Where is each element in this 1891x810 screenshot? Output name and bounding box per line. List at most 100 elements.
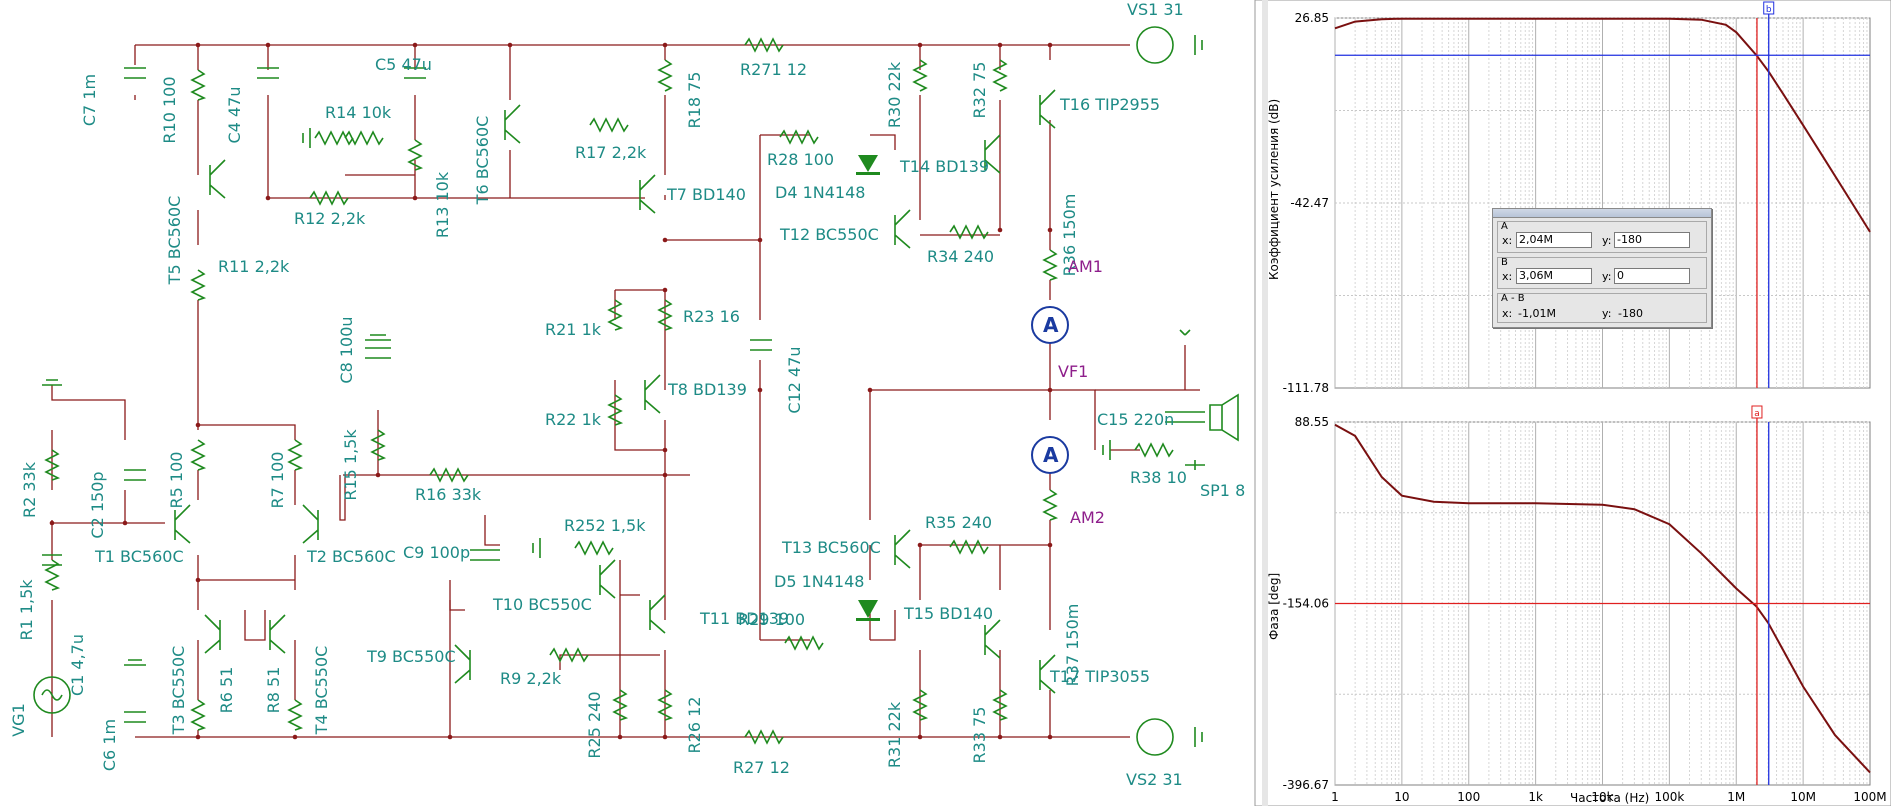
junction-dot [997, 42, 1003, 48]
component-label: VG1 [9, 703, 28, 737]
component-label: C8 100u [337, 316, 356, 383]
junction-dot [867, 387, 873, 393]
cursor-diff-group: A - B x: -1,01M y: -180 [1497, 293, 1707, 323]
component-label: T6 BC560C [473, 116, 492, 206]
component-label: T16 TIP2955 [1059, 95, 1160, 114]
component-label: R10 100 [160, 76, 179, 143]
component-label: C5 47u [375, 55, 432, 74]
cursor-diff-x-label: x: [1502, 307, 1513, 320]
component-label: R35 240 [925, 513, 992, 532]
component-label: R17 2,2k [575, 143, 647, 162]
gain-plot[interactable]: 26.85-42.47-111.78 Коэффициент усиления … [1267, 11, 1871, 395]
component-label: R29 100 [738, 610, 805, 629]
cursor-diff-x-value: -1,01M [1518, 307, 1556, 320]
junction-dot [757, 237, 763, 243]
y-tick-label: -154.06 [1283, 597, 1329, 611]
cursor-a-flag[interactable]: a [1751, 405, 1763, 419]
cursors[interactable]: ba [1335, 1, 1870, 785]
junction-dot [662, 472, 668, 478]
component-label: C7 1m [80, 74, 99, 126]
component-label: R31 22k [885, 701, 904, 768]
probe-label: AM1 [1068, 257, 1103, 276]
cursor-b-flag[interactable]: b [1763, 1, 1775, 15]
panel-titlebar[interactable] [1493, 209, 1711, 218]
component-label: R5 100 [167, 452, 186, 509]
component-label: R13 10k [433, 171, 452, 238]
cursor-a-x-field[interactable]: 2,04M [1516, 232, 1592, 248]
component-label: R33 75 [970, 707, 989, 764]
component-label: T1 BC560C [94, 547, 184, 566]
component-label: R15 1,5k [341, 429, 360, 501]
x-tick-label: 1k [1528, 790, 1543, 804]
cursor-readout-panel[interactable]: A x: 2,04M y: -180 B x: 3,06M y: 0 A - B… [1492, 208, 1712, 328]
component-label: R6 51 [217, 667, 236, 714]
component-label: R14 10k [325, 103, 392, 122]
series-line [1334, 423, 1871, 774]
junction-dot [662, 287, 668, 293]
component-label: R12 2,2k [294, 209, 366, 228]
junction-dot [447, 734, 453, 740]
component-label: R22 1k [545, 410, 602, 429]
component-label: T10 BC550C [492, 595, 592, 614]
x-axis-label: Частота (Hz) [1570, 791, 1649, 805]
cursor-diff-y-value: -180 [1618, 307, 1643, 320]
component-label: C6 1m [100, 719, 119, 771]
junction-dot [507, 42, 513, 48]
diodes [856, 155, 880, 621]
junction-dot [1047, 42, 1053, 48]
junction-dot [195, 734, 201, 740]
x-tick-label: 100k [1654, 790, 1684, 804]
component-label: T4 BC550C [312, 646, 331, 736]
component-label: T2 BC560C [306, 547, 396, 566]
svg-text:A: A [1043, 443, 1059, 467]
component-label: R271 12 [740, 60, 807, 79]
cursor-b-x-field[interactable]: 3,06M [1516, 268, 1592, 284]
junction-dot [195, 42, 201, 48]
cursor-a-y-label: y: [1602, 234, 1612, 247]
junction-dot [1047, 734, 1053, 740]
component-label: VS1 31 [1127, 0, 1184, 19]
component-label: R26 12 [685, 697, 704, 754]
x-tick-label: 100M [1853, 790, 1886, 804]
ammeters: A A [1031, 306, 1069, 474]
cursor-a-y-field[interactable]: -180 [1614, 232, 1690, 248]
component-label: D4 1N4148 [775, 183, 865, 202]
x-tick-label: 10 [1394, 790, 1409, 804]
series-line [1334, 17, 1871, 233]
component-label: T12 BC550C [779, 225, 879, 244]
x-tick-label: 1M [1727, 790, 1745, 804]
y-tick-label: -396.67 [1283, 778, 1329, 792]
x-tick-label: 10k [1591, 790, 1613, 804]
cursor-b-header: B [1501, 257, 1508, 268]
component-label: R38 10 [1130, 468, 1187, 487]
component-label: R16 33k [415, 485, 482, 504]
junction-dot [662, 734, 668, 740]
component-label: R252 1,5k [564, 516, 646, 535]
component-label: T3 BC550C [169, 646, 188, 736]
x-tick-label: 100 [1457, 790, 1480, 804]
bode-plot-panel[interactable]: 26.85-42.47-111.78 Коэффициент усиления … [1254, 0, 1891, 807]
junction-dot [917, 542, 923, 548]
junction-dot [917, 42, 923, 48]
component-label: R27 12 [733, 758, 790, 777]
component-label: T7 BD140 [666, 185, 746, 204]
junctions [49, 42, 1053, 740]
probe-label: VF1 [1058, 362, 1088, 381]
gain-y-ticks: 26.85-42.47-111.78 [1283, 11, 1329, 395]
junction-dot [292, 734, 298, 740]
component-label: R30 22k [885, 61, 904, 128]
sources [33, 26, 1174, 756]
cursor-b-y-label: y: [1602, 270, 1612, 283]
component-label: T11 BD139 [699, 609, 789, 628]
cursor-a-group: A x: 2,04M y: -180 [1497, 221, 1707, 253]
junction-dot [1047, 542, 1053, 548]
cursor-b-y-field[interactable]: 0 [1614, 268, 1690, 284]
junction-dot [757, 387, 763, 393]
phase-curve [1334, 423, 1871, 774]
